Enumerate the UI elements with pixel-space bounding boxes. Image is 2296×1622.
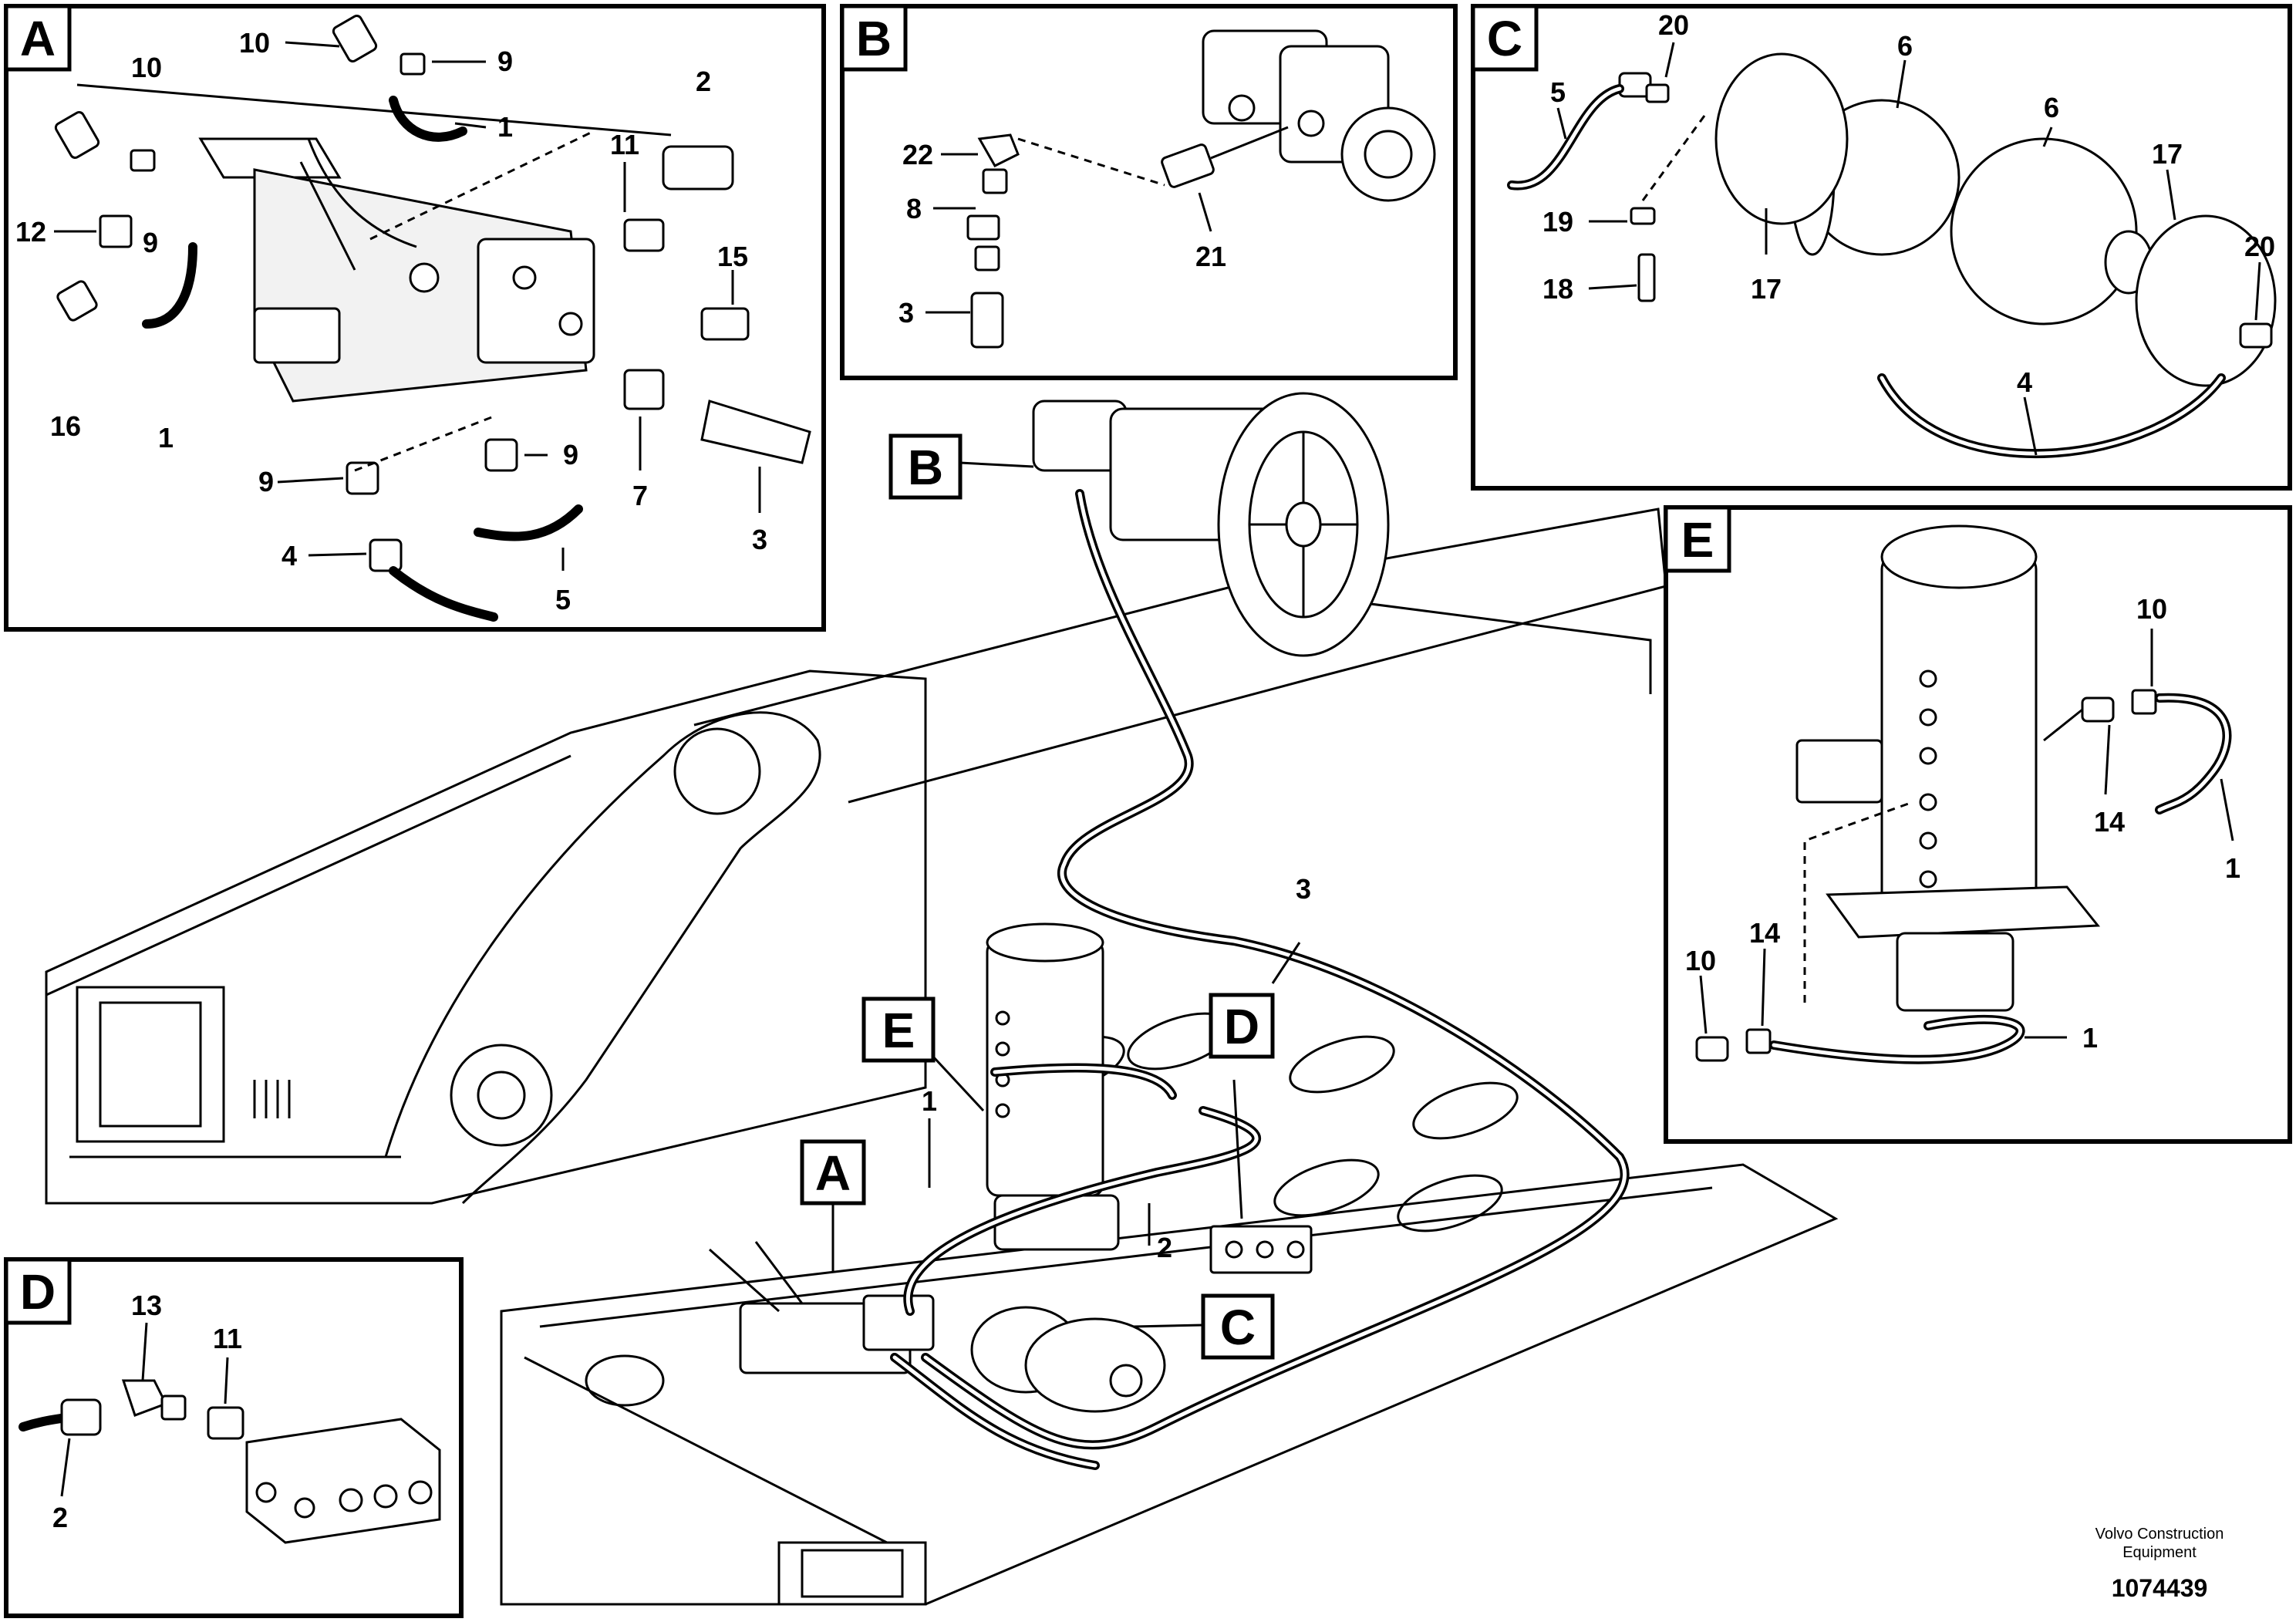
footer-doc-number: 1074439 <box>2112 1574 2208 1602</box>
panel-a-tag: A <box>20 11 56 66</box>
panel-b-label-8: 8 <box>906 193 922 224</box>
valve-block-d <box>1209 1225 1313 1274</box>
panel-e-label-14b: 14 <box>1749 917 1780 949</box>
callout-c[interactable]: C <box>1201 1293 1275 1360</box>
panel-e: E 10 14 1 10 14 <box>1664 505 2292 1144</box>
panel-b-label-3: 3 <box>899 297 914 329</box>
panel-e-swivel <box>1795 524 2101 1012</box>
panel-d-label-13: 13 <box>131 1290 162 1321</box>
panel-a-label-9a: 9 <box>497 46 513 77</box>
panel-b-pump <box>1202 29 1436 202</box>
callout-b-label: B <box>908 440 943 495</box>
callout-b[interactable]: B <box>888 433 963 500</box>
panel-e-label-14a: 14 <box>2094 806 2125 838</box>
main-label-2: 2 <box>1157 1232 1172 1263</box>
panel-c-label-17a: 17 <box>2152 138 2183 170</box>
panel-a-label-9b: 9 <box>143 227 158 258</box>
main-illustration: B E D A C 3 1 2 <box>45 392 1839 1606</box>
panel-c-label-17b: 17 <box>1751 273 1782 305</box>
callout-c-label: C <box>1220 1300 1256 1355</box>
panel-c-label-18: 18 <box>1542 273 1573 305</box>
panel-a-label-16: 16 <box>50 410 81 442</box>
panel-a-label-1a: 1 <box>497 111 513 143</box>
panel-c: C 20 6 5 6 17 19 18 17 20 4 <box>1471 4 2292 491</box>
main-label-1: 1 <box>922 1085 937 1117</box>
panel-a-label-4: 4 <box>282 540 297 572</box>
panel-a-label-9c: 9 <box>258 466 274 497</box>
panel-e-label-10b: 10 <box>1685 945 1716 976</box>
panel-d: D 13 11 2 <box>4 1257 464 1618</box>
panel-b-label-22: 22 <box>902 139 933 170</box>
footer-company-line2: Equipment <box>2122 1544 2197 1561</box>
panel-a-label-1b: 1 <box>158 422 174 454</box>
callout-a-label: A <box>815 1145 851 1201</box>
footer-company-line1: Volvo Construction <box>2095 1526 2224 1543</box>
panel-e-label-10a: 10 <box>2136 593 2167 625</box>
panel-c-label-20b: 20 <box>2244 231 2275 262</box>
panel-c-label-20a: 20 <box>1658 9 1689 41</box>
panel-a-label-12: 12 <box>15 216 46 248</box>
panel-b: B 22 8 21 3 <box>840 4 1458 380</box>
panel-d-label-2: 2 <box>52 1502 68 1533</box>
callout-e-label: E <box>882 1003 915 1058</box>
panel-b-label-21: 21 <box>1195 241 1226 272</box>
callout-d[interactable]: D <box>1209 993 1275 1059</box>
callout-d-label: D <box>1224 999 1259 1054</box>
panel-c-label-6b: 6 <box>2044 92 2059 123</box>
panel-e-tag: E <box>1681 512 1714 568</box>
panel-c-label-19: 19 <box>1542 206 1573 238</box>
callout-a[interactable]: A <box>800 1139 866 1206</box>
panel-b-tag: B <box>856 11 892 66</box>
panel-c-label-4: 4 <box>2017 366 2032 398</box>
panel-a-label-10b: 10 <box>131 52 162 83</box>
accumulators <box>970 1306 1166 1413</box>
panel-c-tag: C <box>1487 11 1522 66</box>
main-label-3: 3 <box>1296 873 1311 905</box>
panel-a-label-5: 5 <box>555 584 571 615</box>
panel-d-label-11: 11 <box>213 1323 242 1354</box>
panel-a: A <box>4 4 826 632</box>
panel-c-label-6a: 6 <box>1897 30 1913 62</box>
panel-d-tag: D <box>20 1264 56 1320</box>
panel-a-label-15: 15 <box>717 241 748 272</box>
panel-a-label-3: 3 <box>752 524 767 555</box>
panel-c-label-5: 5 <box>1550 76 1566 108</box>
panel-e-label-1b: 1 <box>2082 1022 2098 1054</box>
panel-a-label-9d: 9 <box>563 439 578 470</box>
panel-a-label-11: 11 <box>610 129 639 160</box>
panel-a-label-2: 2 <box>696 66 711 97</box>
callout-e[interactable]: E <box>861 996 936 1063</box>
panel-e-label-1a: 1 <box>2225 852 2240 884</box>
control-valve <box>709 1241 935 1374</box>
panel-a-label-10a: 10 <box>239 27 270 59</box>
footer: Volvo Construction Equipment 1074439 <box>2095 1526 2224 1602</box>
panel-a-valve <box>198 137 595 403</box>
panel-a-label-7: 7 <box>632 480 648 511</box>
pump-assembly <box>1032 392 1390 657</box>
